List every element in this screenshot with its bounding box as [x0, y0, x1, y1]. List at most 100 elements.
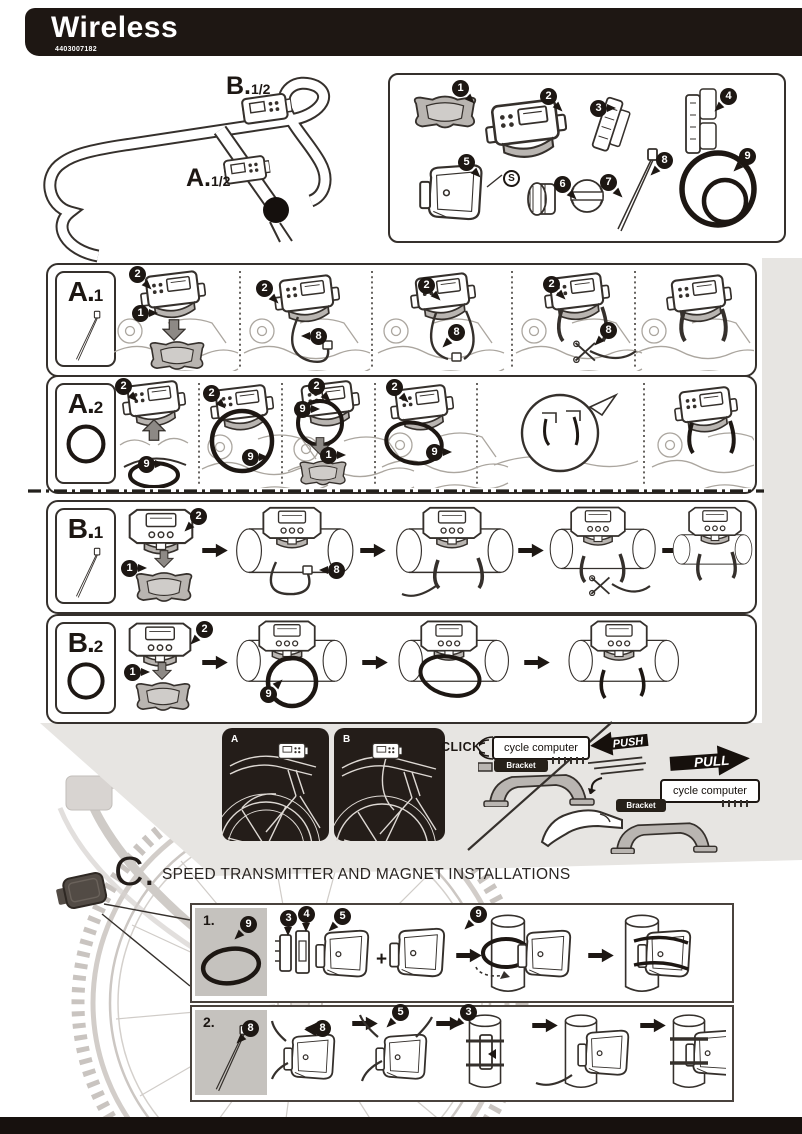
bracket-tag-pull: Bracket: [616, 799, 666, 812]
press-direction-arrow-icon: [588, 777, 603, 794]
section-a1-box: A.1: [46, 263, 757, 377]
section-b2-steps-illustration: [128, 620, 680, 711]
push-arrow-icon: PUSH: [590, 731, 649, 756]
row1-step-label: 1.: [203, 912, 215, 928]
step-badge: 9: [426, 444, 452, 461]
parts-illustration: [413, 88, 757, 232]
photo-b-label: B: [343, 734, 351, 745]
sensor-badge: S: [503, 170, 520, 187]
step-badge: 8: [305, 1020, 331, 1037]
step-badge: 9: [260, 686, 277, 703]
pull-arrow-icon: PULL: [669, 745, 750, 776]
page-title: Wireless: [51, 11, 179, 44]
section-b1-steps-illustration: [128, 506, 753, 602]
part-spoke-magnet: [527, 182, 556, 216]
cable-tie-icon: [75, 310, 100, 362]
step-badge: 2: [386, 379, 403, 396]
svg-text:PUSH: PUSH: [612, 735, 645, 750]
bottom-bar: [0, 1117, 802, 1134]
part-round-magnet: [570, 179, 604, 213]
section-b1-box: B.1: [46, 500, 757, 614]
step-badge: 1: [121, 560, 147, 577]
row2-steps-illustration: [270, 1014, 726, 1089]
section-a2-steps-illustration: [119, 379, 754, 488]
label-position-a: A.1/2: [186, 164, 231, 192]
step-badge: 2: [256, 280, 273, 297]
section-b1-label: B.1: [67, 513, 104, 544]
cycle-computer-box-pull: cycle computer: [660, 779, 760, 803]
section-b2-box: B.2: [46, 614, 757, 724]
step-badge: 2: [418, 277, 435, 294]
svg-text:PULL: PULL: [694, 753, 730, 770]
section-a1-label: A.1: [67, 276, 104, 307]
photo-b-illustration: [327, 742, 437, 905]
finger-press-illustration: [540, 809, 623, 848]
part-cable-tie: [617, 148, 658, 232]
section-c-row1-box: 1. +: [190, 903, 734, 1003]
step-badge: 5: [334, 908, 351, 925]
part-badge-2: 2: [540, 88, 557, 105]
step-badge: 8: [448, 324, 465, 341]
bracket-base-push: [478, 762, 595, 807]
parts-list-box: [388, 73, 786, 243]
step-badge: 8: [242, 1020, 259, 1037]
section-c-letter: C.: [114, 848, 155, 894]
step-badge: 9: [138, 456, 164, 473]
o-ring-icon: [64, 422, 108, 466]
step-badge: 2: [196, 621, 213, 638]
part-badge-4: 4: [720, 88, 737, 105]
computer-position-a: [222, 153, 272, 185]
step-badge: 1: [124, 664, 150, 681]
step-badge: 9: [242, 449, 268, 466]
bracket-tag-push: Bracket: [494, 759, 548, 772]
section-a2-label-box: A.2: [55, 383, 116, 484]
row2-step-label: 2.: [203, 1014, 215, 1030]
handlebar-overview-illustration: B.1/2 A.1/2: [43, 72, 332, 263]
step-badge: 1: [132, 305, 158, 322]
step-badge: 9: [294, 401, 320, 418]
bracket-base-pull: [610, 822, 718, 854]
step-badge: 8: [319, 562, 345, 579]
section-b1-label-box: B.1: [55, 508, 116, 604]
fork-transmitter-illustration: [56, 871, 108, 910]
photo-mount-a: A: [211, 728, 329, 903]
section-b2-label-box: B.2: [55, 622, 116, 714]
section-c-row2-box: 2.: [190, 1005, 734, 1102]
label-position-b: B.1/2: [226, 72, 271, 100]
speed-lines: [588, 756, 646, 775]
photo-a-label: A: [231, 734, 239, 745]
section-c-title: SPEED TRANSMITTER AND MAGNET INSTALLATIO…: [162, 866, 571, 883]
step-badge: 2: [190, 508, 207, 525]
part-badge-9: 9: [739, 148, 756, 165]
step-badge: 2: [543, 276, 560, 293]
step-badge: 1: [320, 447, 346, 464]
part-badge-6: 6: [554, 176, 571, 193]
step-badge: 9: [240, 916, 257, 933]
o-ring-icon: [200, 946, 262, 986]
step-badge: 9: [470, 906, 487, 923]
click-label: CLICK: [441, 740, 482, 754]
step-badge: 8: [301, 328, 327, 345]
step-badge: 2: [308, 378, 325, 395]
part-clip: [685, 88, 717, 154]
step-badge: 3: [460, 1004, 477, 1021]
row1-label-box: 1.: [195, 908, 267, 996]
step-badge: 3: [280, 910, 297, 936]
o-ring-icon: [66, 662, 105, 700]
part-badge-1: 1: [452, 80, 469, 97]
step-badge: 5: [392, 1004, 409, 1021]
section-a2-box: A.2: [46, 375, 757, 494]
bracket-rail-2: [722, 800, 752, 807]
step-badge: 2: [203, 385, 220, 402]
step-badge: 4: [298, 906, 315, 932]
step-badge: 2: [129, 266, 146, 283]
page-header: Wireless 4403007182: [25, 8, 802, 56]
bracket-rail: [552, 757, 588, 764]
svg-text:+: +: [376, 949, 387, 970]
part-badge-8: 8: [656, 152, 673, 169]
step-badge: 8: [600, 322, 617, 339]
section-b2-label: B.2: [67, 627, 104, 658]
model-code: 4403007182: [55, 46, 97, 53]
part-badge-7: 7: [600, 174, 617, 191]
